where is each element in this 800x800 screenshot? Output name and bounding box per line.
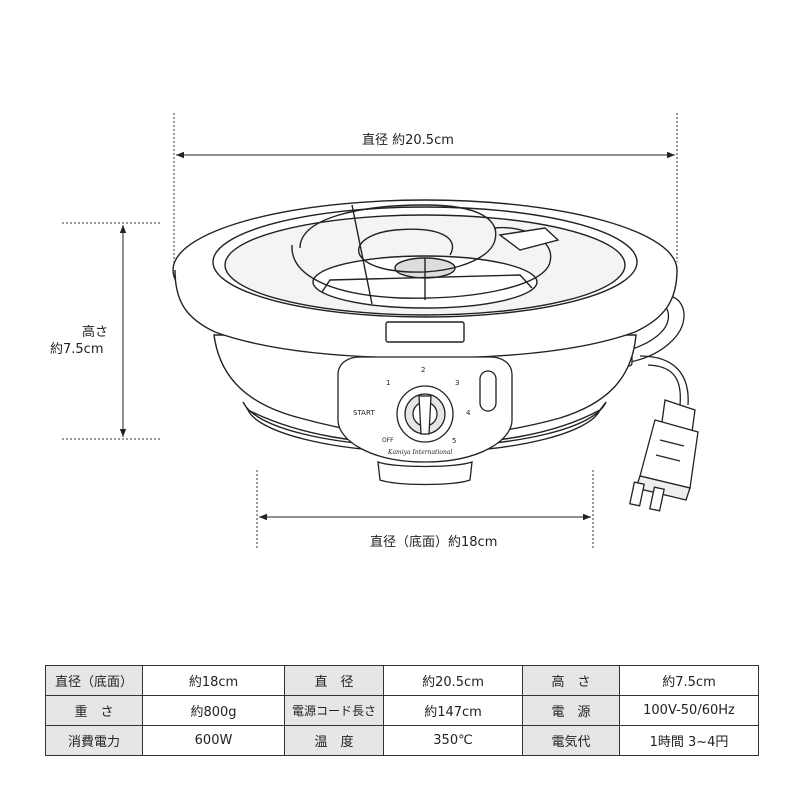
brand-logo: Kamiya International	[388, 449, 453, 456]
spec-value: 1時間 3~4円	[619, 725, 759, 756]
spec-label: 直径（底面）	[45, 665, 143, 696]
spec-value: 約20.5cm	[383, 665, 523, 696]
spec-label: 直 径	[284, 665, 384, 696]
spec-label: 電源コード長さ	[284, 695, 384, 726]
spec-value: 約147cm	[383, 695, 523, 726]
dial-mark-3: 3	[455, 379, 460, 387]
spec-label: 消費電力	[45, 725, 143, 756]
spec-value: 約18cm	[142, 665, 285, 696]
height-label-line2: 約7.5cm	[50, 342, 104, 357]
dial-mark-2: 2	[421, 366, 426, 374]
spec-label: 重 さ	[45, 695, 143, 726]
power-plug	[629, 399, 699, 512]
dial-mark-off: OFF	[382, 437, 394, 444]
dial-mark-1: 1	[386, 379, 391, 387]
base-diameter-label: 直径（底面）約18cm	[370, 535, 498, 550]
spec-value: 約7.5cm	[619, 665, 759, 696]
product-diagram: 直径 約20.5cm 高さ 約7.5cm 直径（底面）約18cm 1 2 3 4…	[50, 113, 699, 550]
control-panel	[337, 356, 513, 486]
table-row: 消費電力 600W 温 度 350℃ 電気代 1時間 3~4円	[45, 725, 759, 756]
diameter-label: 直径 約20.5cm	[362, 133, 454, 148]
spec-label: 高 さ	[522, 665, 620, 696]
extension-lines	[62, 113, 678, 548]
hotplate-illustration	[62, 113, 699, 548]
spec-value: 約800g	[142, 695, 285, 726]
spec-value: 100V-50/60Hz	[619, 695, 759, 726]
dial-mark-4: 4	[466, 409, 471, 417]
spec-label: 電気代	[522, 725, 620, 756]
spec-value: 350℃	[383, 725, 523, 756]
dial-mark-5: 5	[452, 437, 457, 445]
spec-value: 600W	[142, 725, 285, 756]
table-row: 重 さ 約800g 電源コード長さ 約147cm 電 源 100V-50/60H…	[45, 695, 759, 726]
spec-label: 温 度	[284, 725, 384, 756]
height-label-line1: 高さ	[82, 325, 109, 340]
spec-label: 電 源	[522, 695, 620, 726]
table-row: 直径（底面） 約18cm 直 径 約20.5cm 高 さ 約7.5cm	[45, 665, 759, 696]
heating-coil	[291, 204, 560, 309]
dial-mark-start: START	[353, 409, 375, 417]
spec-table: 直径（底面） 約18cm 直 径 約20.5cm 高 さ 約7.5cm 重 さ …	[45, 665, 759, 756]
